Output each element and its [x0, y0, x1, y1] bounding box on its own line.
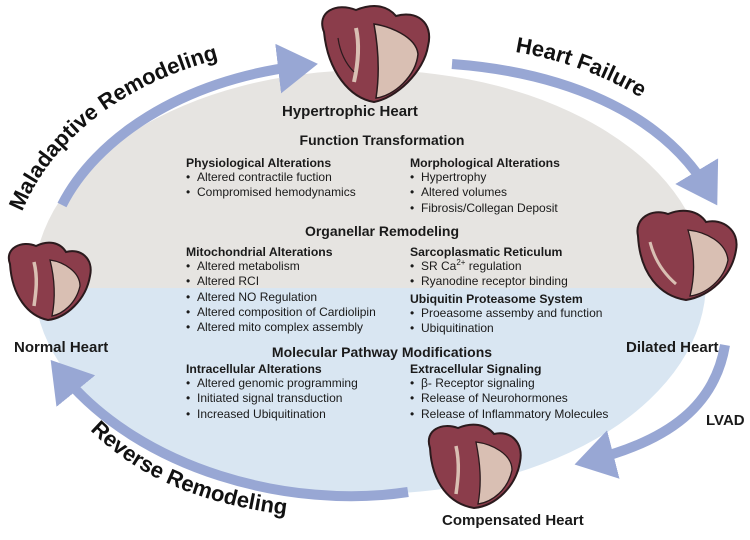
function-transformation-title: Function Transformation — [299, 132, 465, 148]
normal-heart-icon — [7, 241, 92, 322]
morphological-alterations-block: Morphological Alterations Hypertrophy Al… — [410, 156, 560, 216]
physiological-alterations-block: Physiological Alterations Altered contra… — [186, 156, 356, 201]
molecular-pathway-title: Molecular Pathway Modifications — [271, 344, 493, 360]
physiological-alterations-list: Altered contractile fuction Compromised … — [186, 170, 356, 201]
sr-regulation-text: regulation — [465, 259, 522, 273]
extracellular-signaling-title: Extracellular Signaling — [410, 362, 542, 376]
compensated-heart-icon — [427, 423, 522, 510]
list-item: Altered volumes — [410, 185, 560, 201]
compensated-heart-label: Compensated Heart — [442, 512, 584, 529]
list-item: Altered contractile fuction — [186, 170, 356, 186]
list-item: Increased Ubiquitination — [186, 407, 358, 423]
list-item: Fibrosis/Collegan Deposit — [410, 201, 560, 217]
list-item: Release of Neurohormones — [410, 391, 608, 407]
dilated-heart-icon — [636, 209, 738, 302]
reverse-remodeling-arrow — [50, 360, 409, 502]
heart-failure-arrow — [451, 59, 719, 206]
list-item: Altered metabolism — [186, 259, 376, 275]
sarcoplasmatic-reticulum-block: Sarcoplasmatic Reticulum SR Ca2+ regulat… — [410, 245, 568, 290]
mitochondrial-alterations-block: Mitochondrial Alterations Altered metabo… — [186, 245, 376, 336]
maladaptive-arrow — [57, 43, 318, 208]
intracellular-alterations-block: Intracellular Alterations Altered genomi… — [186, 362, 358, 422]
list-item: Altered genomic programming — [186, 376, 358, 392]
list-item: SR Ca2+ regulation — [410, 258, 568, 275]
sarcoplasmatic-reticulum-title: Sarcoplasmatic Reticulum — [410, 245, 563, 259]
morphological-alterations-title: Morphological Alterations — [410, 156, 560, 170]
morphological-alterations-list: Hypertrophy Altered volumes Fibrosis/Col… — [410, 170, 560, 216]
dilated-heart-label: Dilated Heart — [626, 339, 719, 356]
organellar-remodeling-title: Organellar Remodeling — [304, 223, 460, 239]
list-item: Initiated signal transduction — [186, 391, 358, 407]
list-item: Proeasome assemby and function — [410, 306, 602, 322]
intracellular-alterations-list: Altered genomic programming Initiated si… — [186, 376, 358, 422]
ubiquitin-proteasome-list: Proeasome assemby and function Ubiquitin… — [410, 306, 602, 337]
dilated-to-compensated-arrow — [574, 344, 730, 479]
sr-ca-text: SR Ca — [421, 259, 457, 273]
list-item: Altered RCI — [186, 274, 376, 290]
ubiquitin-proteasome-title: Ubiquitin Proteasome System — [410, 292, 583, 306]
list-item: Release of Inflammatory Molecules — [410, 407, 608, 423]
mitochondrial-alterations-list: Altered metabolism Altered RCI Altered N… — [186, 259, 376, 336]
mitochondrial-alterations-title: Mitochondrial Alterations — [186, 245, 333, 259]
list-item: Altered mito complex assembly — [186, 320, 376, 336]
extracellular-signaling-block: Extracellular Signaling β- Receptor sign… — [410, 362, 608, 422]
list-item: Hypertrophy — [410, 170, 560, 186]
extracellular-signaling-list: β- Receptor signaling Release of Neuroho… — [410, 376, 608, 422]
list-item: Compromised hemodynamics — [186, 185, 356, 201]
list-item: Ryanodine receptor binding — [410, 274, 568, 290]
list-item: β- Receptor signaling — [410, 376, 608, 392]
hypertrophic-heart-icon — [321, 5, 431, 104]
physiological-alterations-title: Physiological Alterations — [186, 156, 332, 170]
lvad-label: LVAD — [706, 412, 745, 429]
list-item: Altered composition of Cardiolipin — [186, 305, 376, 321]
ubiquitin-proteasome-block: Ubiquitin Proteasome System Proeasome as… — [410, 292, 602, 337]
intracellular-alterations-title: Intracellular Alterations — [186, 362, 322, 376]
hypertrophic-heart-label: Hypertrophic Heart — [282, 103, 418, 120]
sr-ca-superscript: 2+ — [456, 258, 466, 267]
normal-heart-label: Normal Heart — [14, 339, 109, 356]
sarcoplasmatic-reticulum-list: SR Ca2+ regulation Ryanodine receptor bi… — [410, 259, 568, 290]
list-item: Altered NO Regulation — [186, 290, 376, 306]
list-item: Ubiquitination — [410, 321, 602, 337]
